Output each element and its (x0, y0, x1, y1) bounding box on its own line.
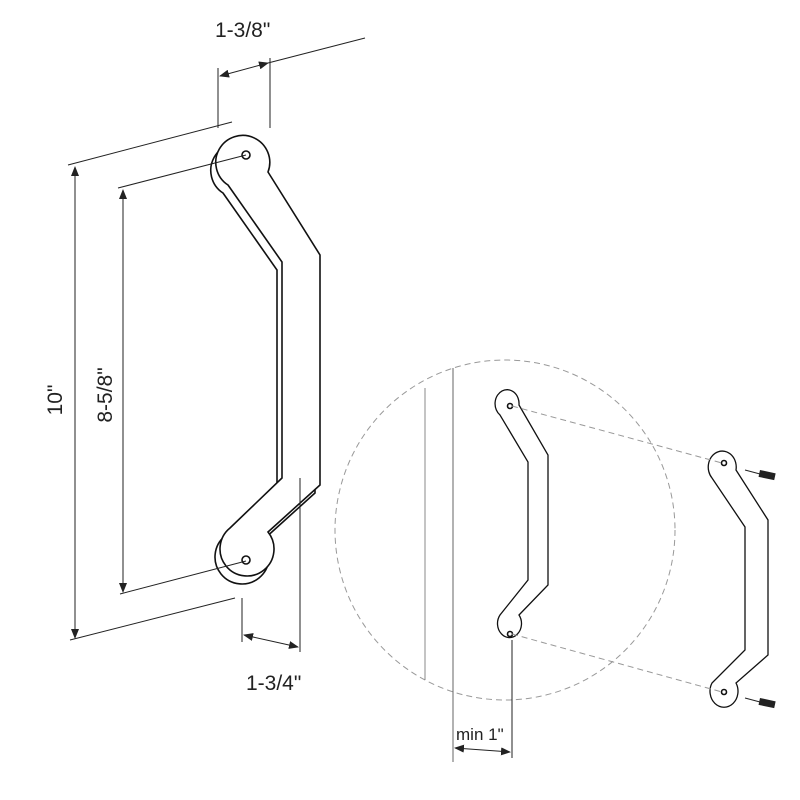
min-clearance-label: min 1" (456, 725, 504, 744)
handle-front-face (215, 134, 321, 577)
depth-label: 1-3/4" (246, 672, 301, 695)
overall-length-label: 10" (44, 385, 67, 416)
exploded-handle (707, 450, 769, 708)
depth-dimension: 1-3/4" (241, 478, 301, 695)
hole-spacing-label: 8-5/8" (94, 367, 117, 422)
mounted-handle (494, 389, 549, 639)
bottom-screw-hole (241, 555, 251, 565)
detail-circle (334, 359, 676, 701)
overall-length-dimension: 10" (44, 121, 236, 641)
top-width-dimension: 1-3/8" (215, 19, 366, 128)
top-screw-icon (744, 469, 776, 481)
top-width-label: 1-3/8" (215, 19, 270, 42)
main-handle (210, 134, 321, 585)
hole-spacing-dimension: 8-5/8" (94, 154, 247, 595)
bottom-screw-icon (744, 697, 776, 709)
installation-detail: min 1" (334, 359, 776, 762)
